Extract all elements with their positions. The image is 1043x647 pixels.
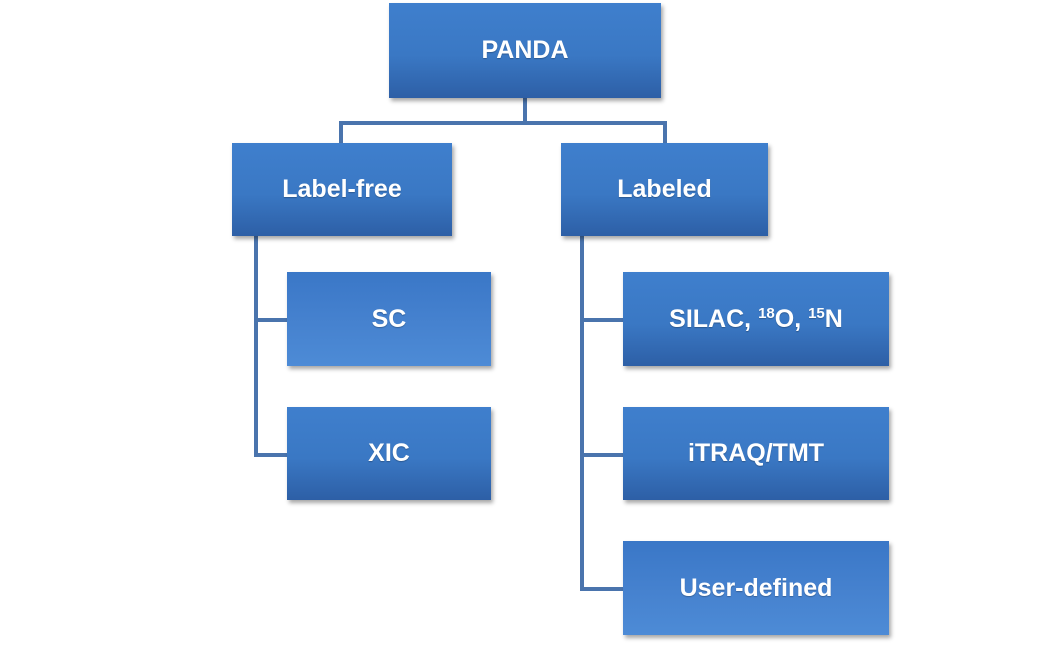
node-labeled: Labeled: [561, 143, 768, 236]
node-user-defined-label: User-defined: [679, 573, 833, 602]
node-silac: SILAC, 18O, 15N: [623, 272, 889, 366]
nitrogen-text: N: [824, 304, 843, 333]
node-itraq-tmt: iTRAQ/TMT: [623, 407, 889, 500]
node-xic-label: XIC: [368, 439, 410, 467]
node-root-label: PANDA: [481, 36, 569, 64]
isotope-15-superscript: 15: [808, 304, 825, 322]
node-user-defined: User-defined: [623, 541, 889, 635]
isotope-18-superscript: 18: [758, 304, 775, 322]
node-root: PANDA: [389, 3, 661, 98]
node-xic: XIC: [287, 407, 491, 500]
node-sc: SC: [287, 272, 491, 366]
oxygen-text: O,: [774, 304, 809, 333]
silac-text: SILAC,: [669, 304, 759, 333]
node-sc-label: SC: [371, 304, 407, 333]
node-silac-label: SILAC, 18O, 15N: [669, 305, 843, 334]
node-label-free: Label-free: [232, 143, 452, 236]
node-labeled-label: Labeled: [617, 175, 712, 203]
node-itraq-tmt-label: iTRAQ/TMT: [687, 439, 825, 467]
node-label-free-label: Label-free: [282, 175, 402, 203]
